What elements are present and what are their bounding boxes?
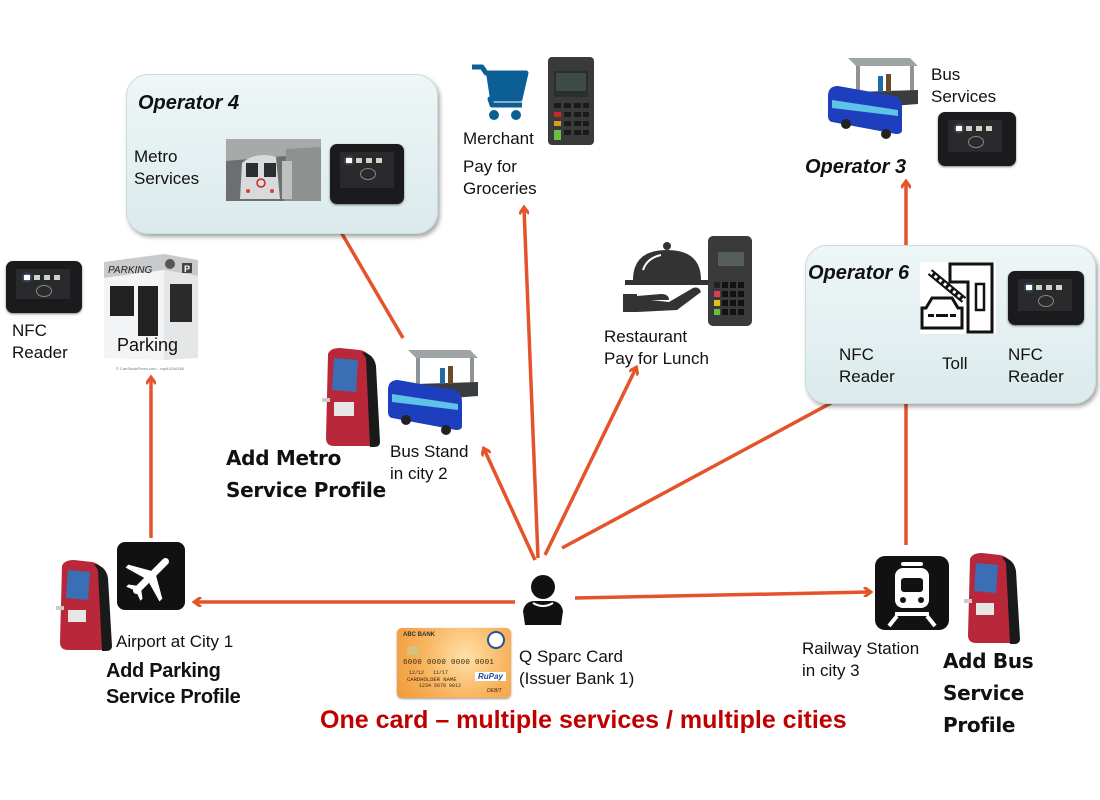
card-issuer-emblem bbox=[487, 631, 505, 649]
card-label: Q Sparc Card (Issuer Bank 1) bbox=[519, 647, 635, 688]
nfc-reader-icon bbox=[1008, 271, 1084, 325]
add-metro-profile-caption: Add Metro Service Profile bbox=[226, 446, 386, 502]
operator6-title: Operator 6 bbox=[808, 262, 910, 284]
card-chip bbox=[407, 646, 419, 655]
arrow-user-to-restaurant bbox=[543, 368, 636, 556]
operator4-title: Operator 4 bbox=[138, 92, 240, 114]
operator6-right-nfc-label: NFC Reader bbox=[1008, 345, 1064, 386]
parking-badge: P bbox=[184, 264, 190, 274]
airplane-icon bbox=[117, 542, 185, 610]
pos-terminal-icon bbox=[548, 57, 594, 145]
user-icon bbox=[523, 575, 563, 625]
parking-booth-sign: PARKING bbox=[108, 265, 152, 276]
card-type: DEBIT bbox=[487, 688, 502, 694]
arrow-user-to-railway bbox=[574, 592, 870, 600]
metro-train-photo bbox=[226, 139, 321, 201]
card-number: 6000 0000 0000 0001 bbox=[403, 659, 495, 667]
parking-image-credit: © CanStockPhoto.com - csp44246180 bbox=[116, 366, 185, 371]
operator3-title: Operator 3 bbox=[805, 156, 907, 178]
parking-nfc-label: NFC Reader bbox=[12, 321, 68, 362]
merchant-label: Merchant bbox=[463, 129, 534, 148]
nfc-reader-icon bbox=[330, 144, 404, 204]
parking-label: Parking bbox=[117, 335, 179, 355]
card-network-logo: RuPay bbox=[475, 672, 506, 681]
ticket-kiosk-icon bbox=[964, 553, 1020, 644]
parking-booth-icon: PARKING P bbox=[104, 254, 198, 360]
card-sub-number: 1234 5678 9012 bbox=[419, 683, 462, 689]
cloche-serving-icon bbox=[623, 242, 709, 312]
q-sparc-card: ABC BANK 6000 0000 0000 0001 12/12 11/17… bbox=[397, 628, 511, 698]
arrow-user-to-bus-stand bbox=[484, 449, 537, 561]
railway-label: Railway Station in city 3 bbox=[802, 639, 920, 680]
tagline: One card – multiple services / multiple … bbox=[320, 706, 847, 734]
pos-terminal-icon bbox=[708, 236, 752, 326]
shopping-cart-icon bbox=[472, 64, 529, 120]
train-icon bbox=[875, 556, 949, 630]
toll-gate-icon bbox=[920, 262, 996, 334]
operator3-service-label: Bus Services bbox=[931, 65, 997, 106]
card-validity: 12/12 11/17 bbox=[409, 670, 449, 676]
ticket-kiosk-icon bbox=[56, 560, 112, 651]
operator4-service-label: Metro Services bbox=[134, 147, 200, 188]
bus-stand-label: Bus Stand in city 2 bbox=[390, 442, 469, 483]
ticket-kiosk-icon bbox=[322, 348, 380, 447]
merchant-action-label: Pay for Groceries bbox=[463, 157, 537, 198]
bus-stop-icon bbox=[388, 350, 478, 435]
card-holder: CARDHOLDER NAME bbox=[407, 676, 457, 683]
arrow-user-to-merchant bbox=[524, 208, 540, 559]
bus-stop-icon bbox=[828, 58, 918, 139]
operator6-toll-label: Toll bbox=[942, 354, 968, 373]
nfc-reader-icon bbox=[6, 261, 82, 313]
arrow-bus-stand-to-operator4 bbox=[331, 215, 405, 339]
airport-label: Airport at City 1 bbox=[116, 632, 234, 651]
restaurant-label: Restaurant Pay for Lunch bbox=[604, 327, 709, 368]
nfc-reader-icon bbox=[938, 112, 1016, 166]
card-bank-name: ABC BANK bbox=[403, 632, 435, 638]
operator6-left-nfc-label: NFC Reader bbox=[839, 345, 895, 386]
add-parking-profile-caption: Add Parking Service Profile bbox=[106, 660, 241, 708]
add-bus-profile-caption: Add Bus Service Profile bbox=[943, 649, 1034, 737]
